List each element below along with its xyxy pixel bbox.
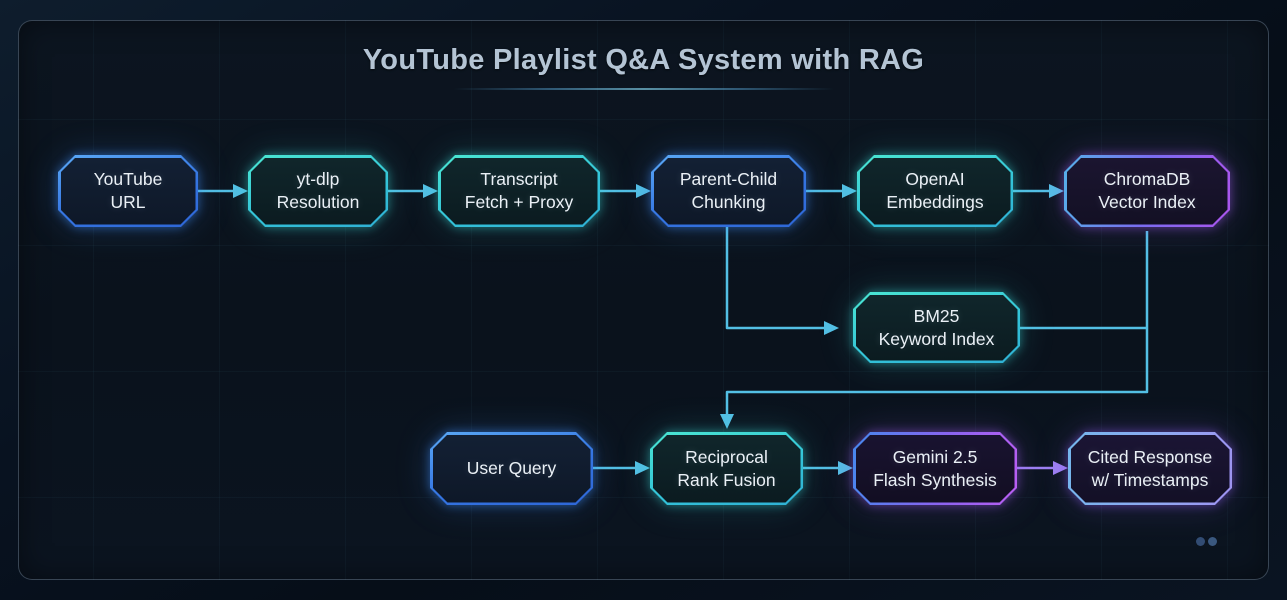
node-label-line2: URL (110, 192, 146, 212)
edge-chunking-to-bm25 (725, 225, 825, 330)
node-label-line1: ChromaDB (1103, 169, 1191, 189)
node-label-line2: Chunking (691, 192, 766, 212)
node-border: Reciprocal Rank Fusion (650, 432, 803, 505)
page-title: YouTube Playlist Q&A System with RAG (362, 44, 925, 76)
node-transcript-fetch-proxy[interactable]: Transcript Fetch + Proxy (438, 155, 600, 227)
node-border: Cited Response w/ Timestamps (1068, 432, 1232, 505)
diagram-panel (18, 20, 1269, 580)
node-youtube-url[interactable]: YouTube URL (58, 155, 198, 227)
node-cited-response[interactable]: Cited Response w/ Timestamps (1068, 432, 1232, 505)
node-border: OpenAI Embeddings (857, 155, 1013, 227)
node-ytdlp-resolution[interactable]: yt-dlp Resolution (248, 155, 388, 227)
arrowhead (636, 184, 651, 198)
node-border: User Query (430, 432, 593, 505)
node-label-line2: Fetch + Proxy (464, 192, 574, 212)
node-user-query[interactable]: User Query (430, 432, 593, 505)
node-border: BM25 Keyword Index (853, 292, 1020, 363)
logo-dot-left (1196, 537, 1205, 546)
node-parent-child-chunking[interactable]: Parent-Child Chunking (651, 155, 806, 227)
arrowhead (635, 461, 650, 475)
node-border: YouTube URL (58, 155, 198, 227)
node-bm25-keyword-index[interactable]: BM25 Keyword Index (853, 292, 1020, 363)
arrowhead (233, 184, 248, 198)
arrowhead (842, 184, 857, 198)
node-label-line2: Rank Fusion (677, 469, 776, 490)
logo-dot-right (1208, 537, 1217, 546)
node-border: yt-dlp Resolution (248, 155, 388, 227)
two-dots-logo-icon (1196, 537, 1217, 546)
node-label-line2: Keyword Index (878, 328, 995, 349)
node-label-line1: Cited Response (1087, 446, 1213, 467)
node-label-line2: Resolution (276, 192, 360, 212)
arrowhead (1049, 184, 1064, 198)
node-label-line2: Embeddings (886, 192, 984, 212)
node-label-line1: OpenAI (905, 169, 965, 189)
node-border: Transcript Fetch + Proxy (438, 155, 600, 227)
node-gemini-flash-synthesis[interactable]: Gemini 2.5 Flash Synthesis (853, 432, 1017, 505)
node-chromadb-vector-index[interactable]: ChromaDB Vector Index (1064, 155, 1230, 227)
node-label-line1: yt-dlp (296, 169, 340, 189)
title-underline (453, 88, 834, 90)
node-label-line1: User Query (466, 458, 557, 478)
node-label-line1: YouTube (93, 169, 163, 189)
node-openai-embeddings[interactable]: OpenAI Embeddings (857, 155, 1013, 227)
node-reciprocal-rank-fusion[interactable]: Reciprocal Rank Fusion (650, 432, 803, 505)
arrowhead (720, 414, 734, 429)
edge-chromadb-to-rrf (725, 231, 1149, 415)
node-border: Gemini 2.5 Flash Synthesis (853, 432, 1017, 505)
arrowhead (838, 461, 853, 475)
node-label-line1: Gemini 2.5 (892, 446, 978, 467)
arrowhead (824, 321, 839, 335)
node-label-line1: BM25 (913, 305, 960, 326)
node-label-line2: Flash Synthesis (873, 469, 997, 490)
node-label-line2: Vector Index (1098, 192, 1196, 212)
node-label-line2: w/ Timestamps (1091, 469, 1209, 490)
node-label-line1: Transcript (480, 169, 558, 189)
node-border: ChromaDB Vector Index (1064, 155, 1230, 227)
arrowhead (1053, 461, 1068, 475)
node-border: Parent-Child Chunking (651, 155, 806, 227)
node-label-line1: Reciprocal (685, 446, 768, 467)
arrowhead (423, 184, 438, 198)
node-label-line1: Parent-Child (679, 169, 778, 189)
